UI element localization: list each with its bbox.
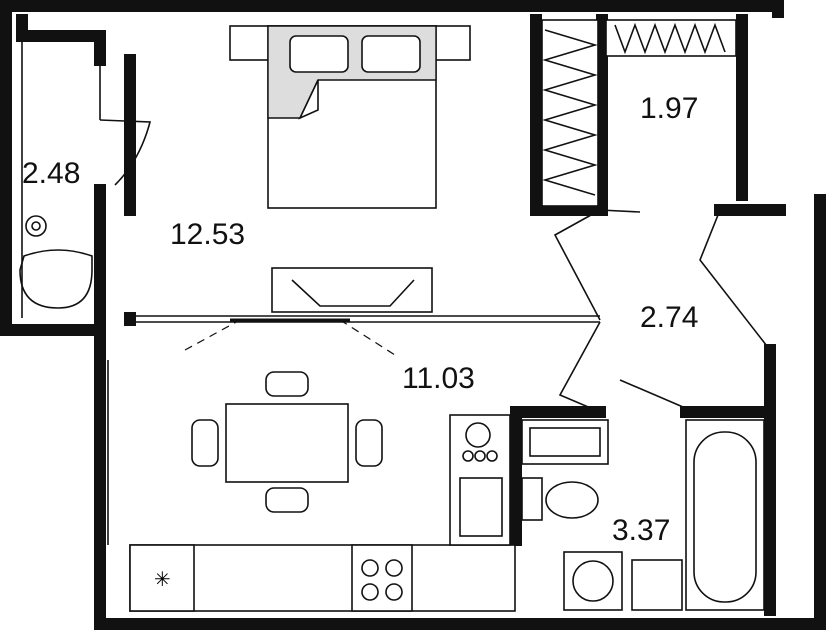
doors xyxy=(99,119,771,413)
dining-set xyxy=(191,371,383,513)
area-label-kitchen-living: 11.03 xyxy=(402,362,475,395)
tv-stand xyxy=(184,267,433,356)
area-label-bathroom-left: 2.48 xyxy=(22,157,80,190)
area-label-hallway: 2.74 xyxy=(640,301,698,334)
area-label-bedroom: 12.53 xyxy=(170,218,245,251)
bed xyxy=(229,25,471,209)
svg-text:✳: ✳ xyxy=(154,567,171,591)
kitchen: ✳ xyxy=(129,414,516,612)
wardrobes xyxy=(541,19,737,207)
area-label-closet: 1.97 xyxy=(640,92,698,125)
area-label-bathroom-right: 3.37 xyxy=(612,514,670,547)
left-bath-fixtures xyxy=(19,36,93,318)
right-bath-fixtures xyxy=(521,419,765,611)
